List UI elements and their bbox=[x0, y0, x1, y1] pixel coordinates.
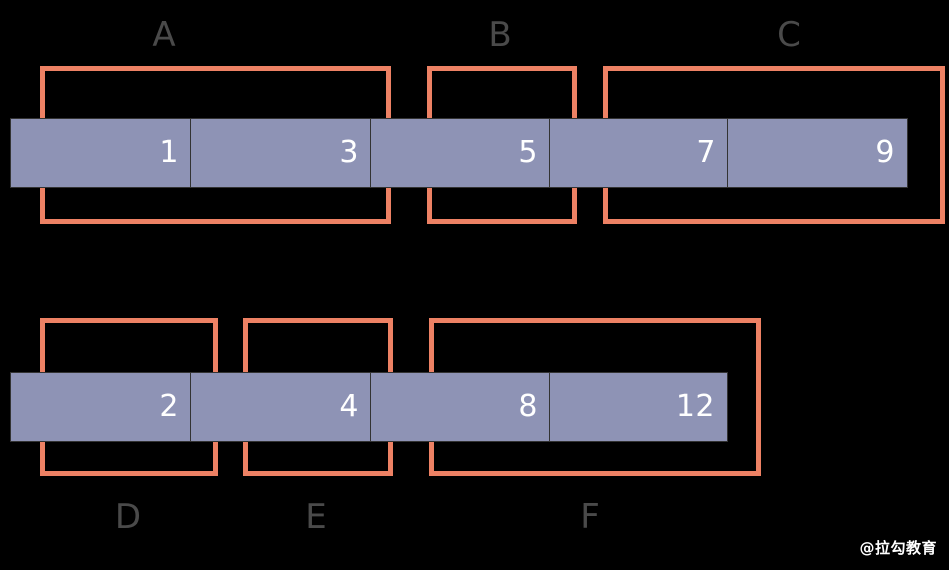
array-cell[interactable]: 9 bbox=[727, 118, 908, 188]
cell-value: 8 bbox=[518, 389, 538, 424]
group-label-b: B bbox=[488, 15, 512, 55]
cell-value: 5 bbox=[518, 135, 538, 170]
top-array: 1 3 5 7 9 bbox=[0, 118, 949, 188]
array-cell[interactable]: 3 bbox=[190, 118, 371, 188]
group-label-f: F bbox=[580, 497, 600, 537]
cell-value: 4 bbox=[339, 389, 359, 424]
watermark: @拉勾教育 bbox=[859, 539, 937, 557]
cell-value: 12 bbox=[675, 389, 715, 424]
cell-value: 3 bbox=[339, 135, 359, 170]
group-label-a: A bbox=[152, 15, 176, 55]
group-label-d: D bbox=[114, 497, 142, 537]
cell-value: 9 bbox=[875, 135, 895, 170]
array-cell[interactable]: 5 bbox=[370, 118, 550, 188]
cell-value: 2 bbox=[159, 389, 179, 424]
array-cell[interactable]: 4 bbox=[190, 372, 371, 442]
array-cell[interactable]: 7 bbox=[549, 118, 728, 188]
array-cell[interactable]: 12 bbox=[549, 372, 728, 442]
array-cell[interactable]: 2 bbox=[10, 372, 191, 442]
group-label-e: E bbox=[305, 497, 327, 537]
bottom-array: 2 4 8 12 bbox=[0, 372, 949, 442]
array-cell[interactable]: 1 bbox=[10, 118, 191, 188]
cell-value: 1 bbox=[159, 135, 179, 170]
array-cell[interactable]: 8 bbox=[370, 372, 550, 442]
group-label-c: C bbox=[777, 15, 801, 55]
cell-value: 7 bbox=[696, 135, 716, 170]
